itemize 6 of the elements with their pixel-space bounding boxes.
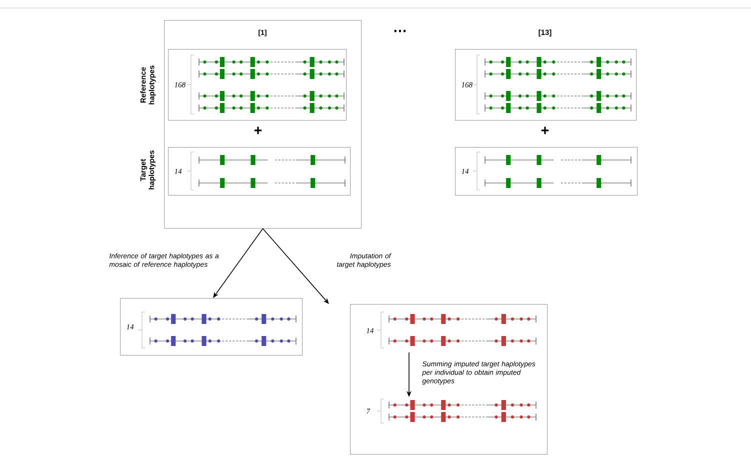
- arrow: [262, 228, 329, 304]
- arrow: [213, 228, 264, 298]
- ellipsis: …: [394, 30, 406, 32]
- panel-frame: [350, 304, 548, 455]
- plus-sign: +: [254, 126, 262, 134]
- plus-sign: +: [541, 126, 549, 134]
